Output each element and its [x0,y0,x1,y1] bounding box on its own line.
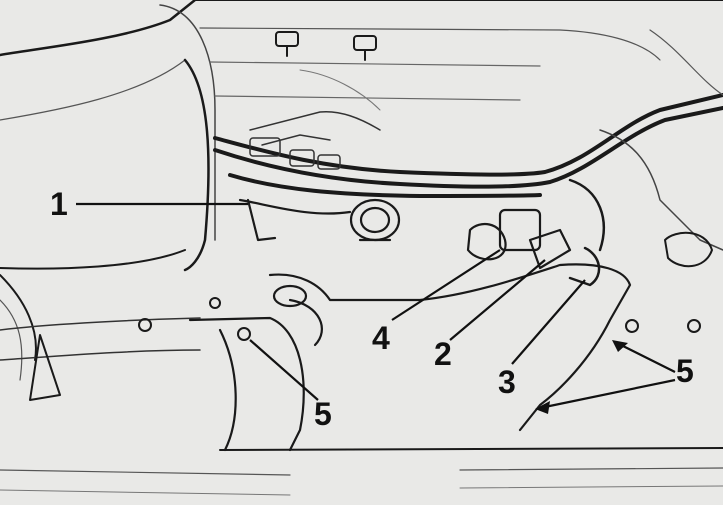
callout-3: 3 [498,364,516,400]
arrowhead-5-upper [612,340,628,352]
callout-2: 2 [434,336,452,372]
bolt-top-left [275,31,299,57]
bolt-5-right-a [625,319,639,333]
callout-1: 1 [50,186,68,222]
leader-3 [511,279,586,365]
pressure-sensor [238,198,401,242]
bolt-lower-left [138,297,221,332]
leader-5-right-upper [614,341,676,373]
wheel-arch [0,274,37,361]
lower-arm-bracket [29,334,61,401]
subframe-mount-hole [272,284,308,308]
arrowhead-5-lower [535,401,550,414]
callout-5-right: 5 [676,353,694,389]
leader-2 [449,259,546,341]
leader-5-right-lower [539,378,676,410]
connector-pair [466,208,572,270]
leader-4 [391,249,501,321]
bolt-5-left [237,327,251,341]
pipe-bundle [213,93,723,198]
callout-4: 4 [372,320,390,356]
body-panel-upper-left [0,0,197,57]
pipe-union [249,137,281,157]
hose-clamp-right [664,231,713,268]
leader-5-left [249,339,319,401]
subframe [188,263,632,452]
hose-item-3 [568,178,605,287]
bolt-5-right-b [687,319,701,333]
bolt-top-right [353,35,377,61]
callout-5-left: 5 [314,396,332,432]
